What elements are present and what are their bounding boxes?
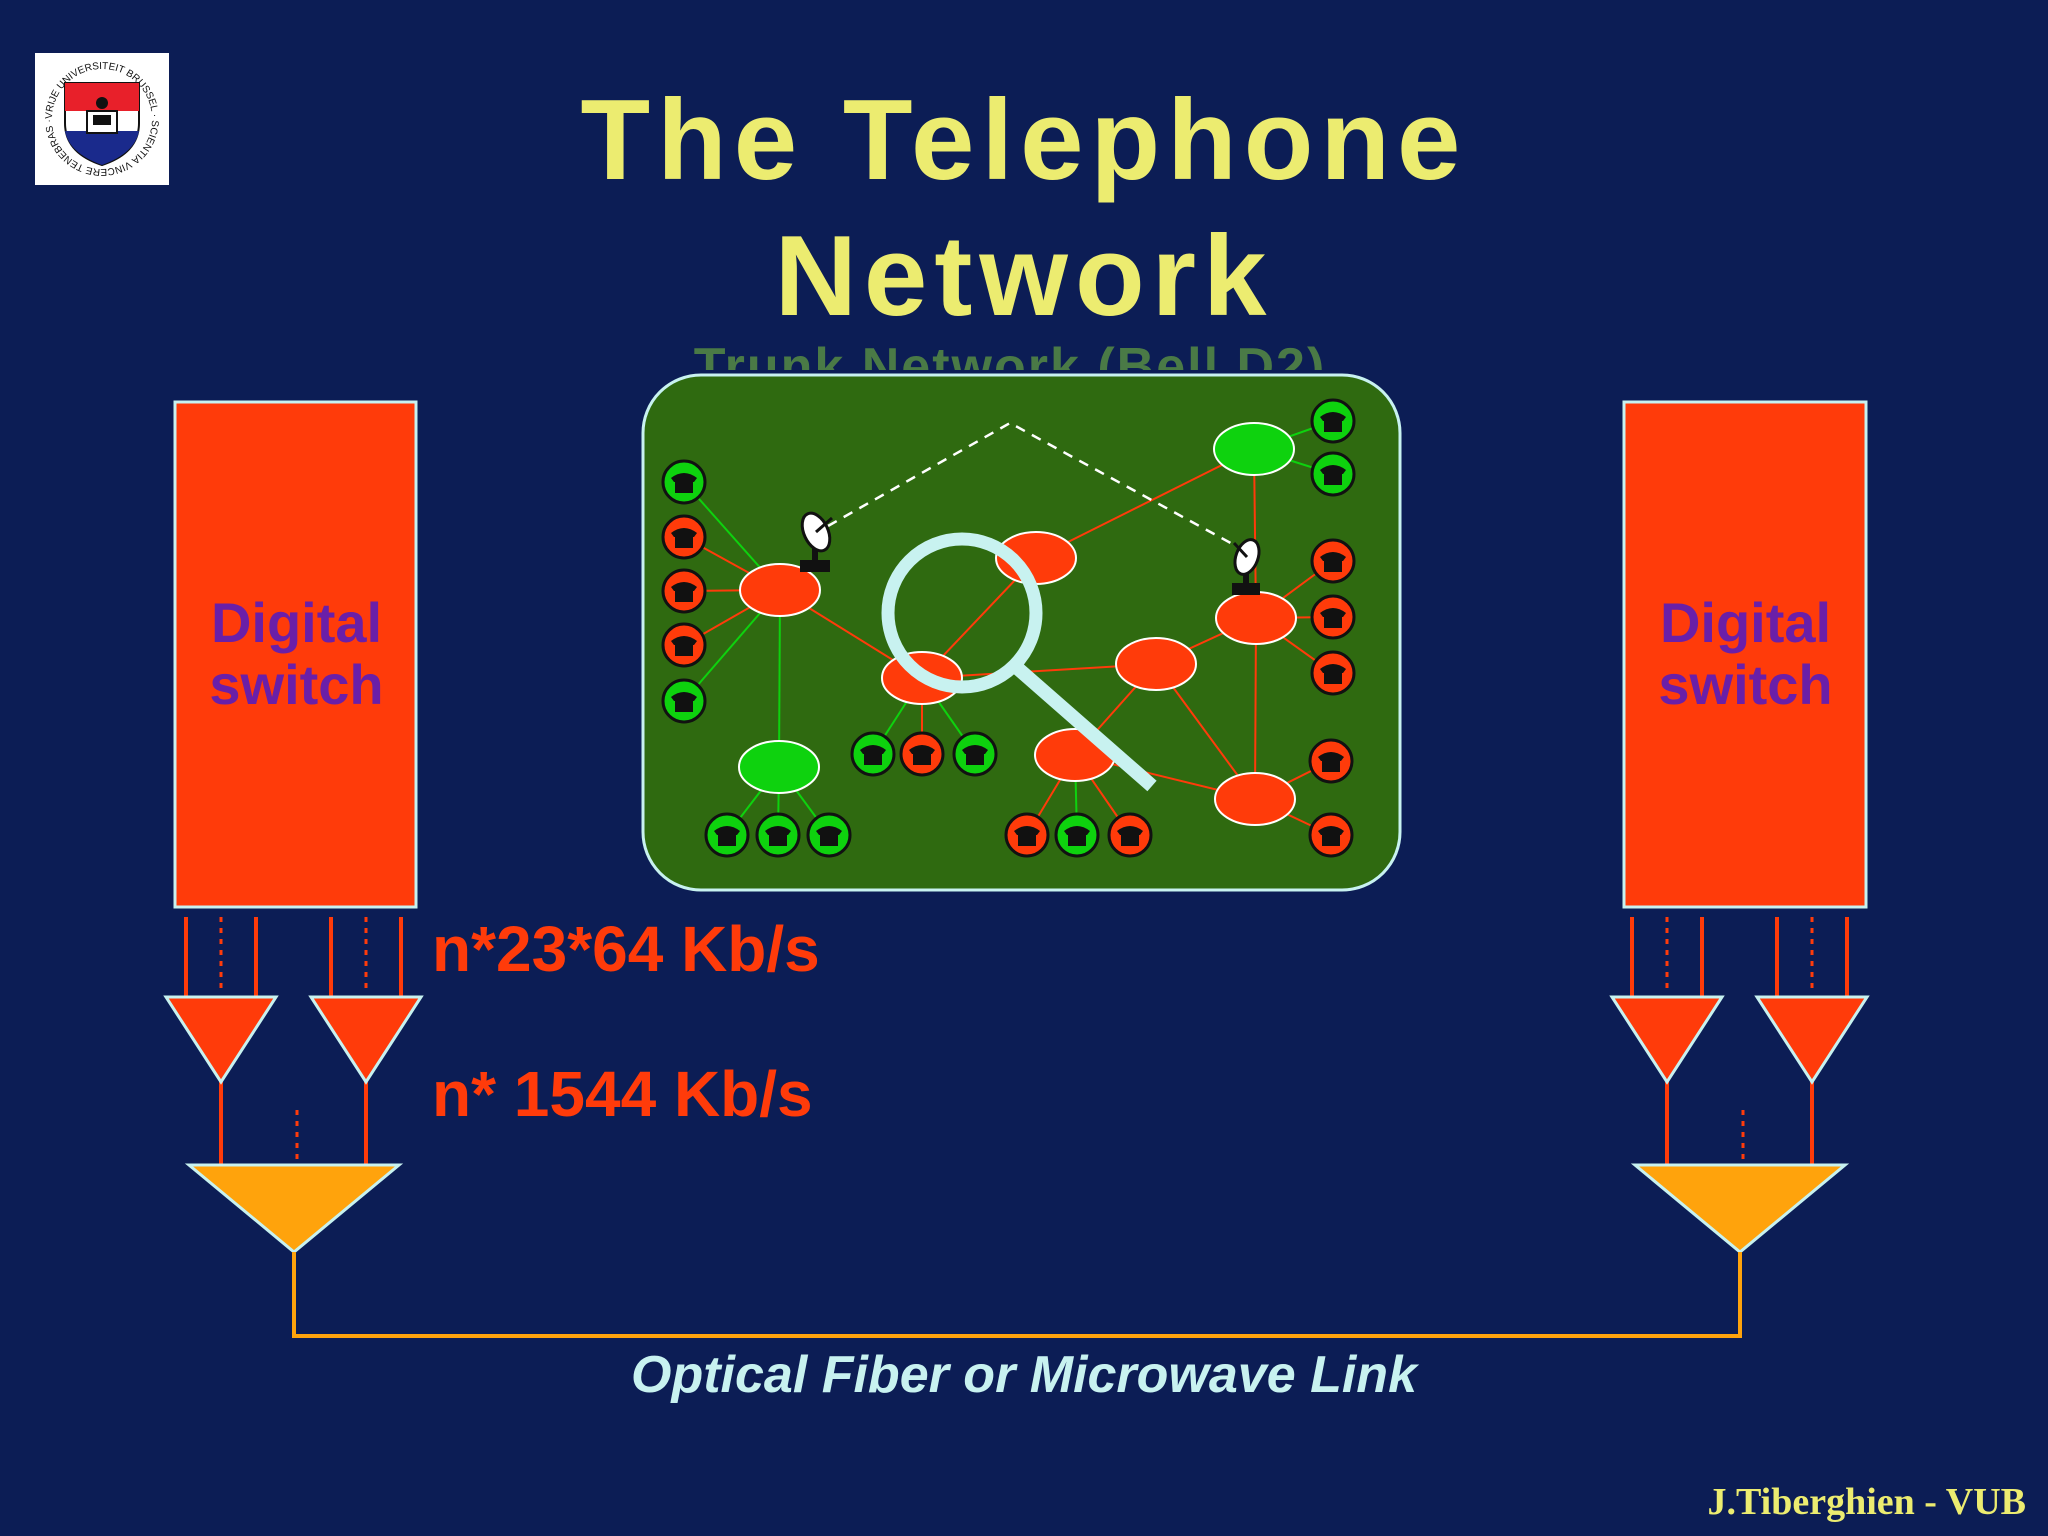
- telephone-icon: [1310, 538, 1356, 584]
- telephone-icon: [1310, 398, 1356, 444]
- left-switch-label-line1: Digital: [210, 591, 383, 654]
- exchange-node: [1214, 772, 1296, 826]
- telephone-icon: [952, 731, 998, 777]
- optical-fiber-link: [292, 1252, 1742, 1338]
- author-credit: J.Tiberghien - VUB: [1707, 1481, 2026, 1523]
- left-switch-label: Digital switch: [175, 592, 418, 716]
- exchange-node: [1213, 422, 1295, 476]
- satellite-dish-icon-left: [800, 511, 833, 572]
- telephone-icon: [899, 731, 945, 777]
- right-mux-triangle-1: [1609, 995, 1725, 1085]
- telephone-icon: [1310, 594, 1356, 640]
- telephone-icon: [661, 568, 707, 614]
- channel-rate-label: n*23*64 Kb/s: [432, 913, 820, 985]
- trunk-line: [1035, 448, 1255, 559]
- left-trunk-multiplexer: [184, 1163, 404, 1254]
- telephone-icon: [1310, 451, 1356, 497]
- exchange-node: [738, 740, 820, 794]
- telephone-icon: [1308, 738, 1354, 784]
- left-mux-triangle-1: [163, 995, 279, 1085]
- right-trunk-multiplexer: [1630, 1163, 1850, 1254]
- telephone-icon: [661, 514, 707, 560]
- telephone-icon: [661, 678, 707, 724]
- telephone-icon: [806, 812, 852, 858]
- left-digital-switch-box: [173, 400, 418, 909]
- slide-title-line1: The Telephone: [580, 77, 1468, 204]
- exchange-node: [739, 563, 821, 617]
- trunk-line: [778, 589, 781, 768]
- left-mux-triangle-2: [308, 995, 424, 1085]
- right-mux-triangle-2: [1754, 995, 1870, 1085]
- telephone-icon: [1310, 650, 1356, 696]
- telephone-icon: [755, 812, 801, 858]
- exchange-node: [1115, 637, 1197, 691]
- trunk-line: [1254, 617, 1257, 800]
- telephone-icon: [1004, 812, 1050, 858]
- telephone-icon: [704, 812, 750, 858]
- right-switch-label-line1: Digital: [1659, 591, 1832, 654]
- left-switch-label-line2: switch: [209, 653, 384, 716]
- telephone-icon: [661, 622, 707, 668]
- link-label: Optical Fiber or Microwave Link: [631, 1346, 1417, 1404]
- network-panel: [641, 373, 1402, 892]
- right-digital-switch-box: [1622, 400, 1868, 909]
- telephone-icon: [1107, 812, 1153, 858]
- satellite-dish-icon-right: [1232, 538, 1261, 595]
- microwave-link: [827, 421, 1239, 549]
- trunk-rate-label: n* 1544 Kb/s: [432, 1058, 813, 1130]
- magnifying-glass-icon: [881, 532, 1157, 792]
- right-switch-label: Digital switch: [1624, 592, 1867, 716]
- slide-title-line2: Network: [774, 213, 1274, 340]
- telephone-icon: [850, 731, 896, 777]
- telephone-icon: [661, 459, 707, 505]
- telephone-icon: [1308, 812, 1354, 858]
- right-switch-label-line2: switch: [1658, 653, 1833, 716]
- university-seal-logo: VRIJE UNIVERSITEIT BRUSSEL · SCIENTIA VI…: [35, 53, 169, 185]
- slide-subtitle: Trunk Network (Bell D2): [693, 338, 1327, 370]
- telephone-icon: [1054, 812, 1100, 858]
